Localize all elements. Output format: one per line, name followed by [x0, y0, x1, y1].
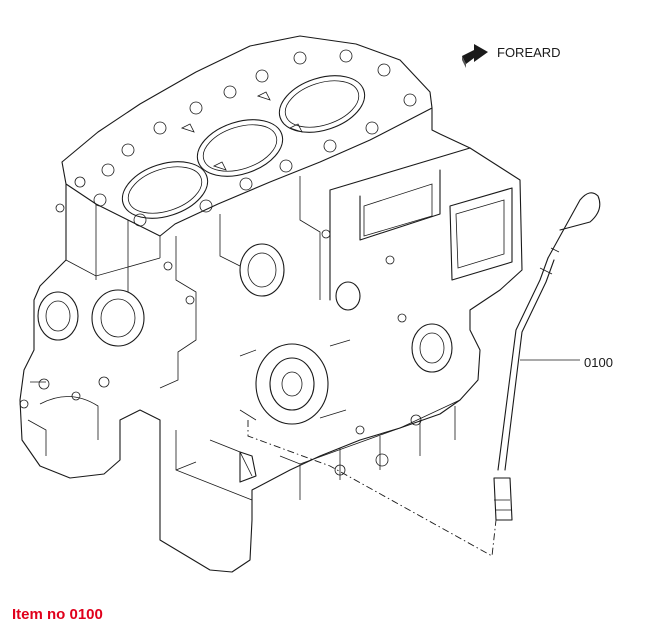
- engine-block: [19, 35, 523, 573]
- assembly-leader: [247, 420, 497, 557]
- engine-block-diagram: FOREARD: [19, 35, 613, 573]
- arrow-icon: [462, 44, 488, 68]
- part-callout: 0100: [584, 355, 613, 370]
- direction-label: FOREARD: [497, 45, 561, 60]
- item-caption: Item no 0100: [12, 606, 103, 623]
- dipstick: [493, 192, 601, 521]
